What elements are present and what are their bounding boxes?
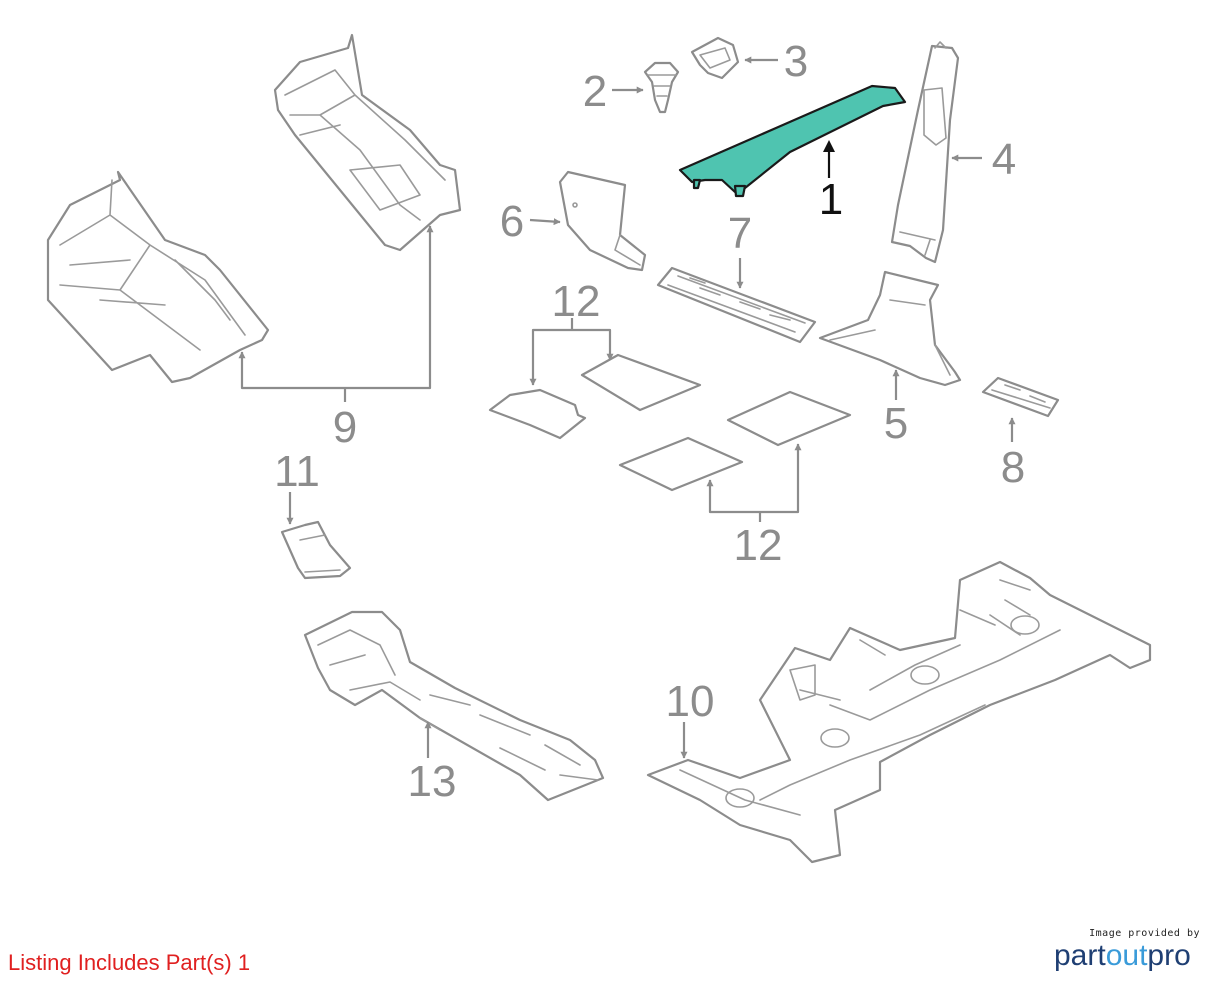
callout-6: 6	[500, 197, 524, 246]
brand-out: out	[1105, 939, 1148, 972]
callout-11: 11	[274, 447, 320, 496]
part-12-mat-left[interactable]	[488, 388, 587, 440]
part-9-left-assembly[interactable]	[46, 170, 270, 384]
part-5-lower-trim[interactable]	[818, 270, 962, 387]
image-credit: Image provided by partoutpro	[1050, 928, 1210, 973]
part-7-sill-plate[interactable]	[656, 266, 817, 344]
callout-2: 2	[583, 67, 607, 116]
part-11-bracket[interactable]	[280, 520, 352, 580]
part-2-clip[interactable]	[643, 61, 680, 114]
leader-6	[529, 218, 561, 226]
callout-10: 10	[666, 677, 715, 726]
leader-9	[238, 225, 434, 390]
brand-part: part	[1054, 939, 1106, 972]
leader-12-bottom	[706, 443, 802, 514]
part-3-clip[interactable]	[690, 36, 740, 80]
part-12-mat-rear-right[interactable]	[726, 390, 852, 447]
listing-includes-text: Listing Includes Part(s) 1	[8, 950, 251, 975]
brand-pro: pro	[1147, 939, 1191, 972]
brand-logo: partoutpro	[1050, 939, 1210, 973]
part-6-panel[interactable]	[558, 170, 647, 272]
callout-13: 13	[408, 757, 457, 806]
part-10-floor-crossmember[interactable]	[646, 560, 1152, 864]
callout-4: 4	[992, 135, 1016, 184]
part-13-center-tunnel[interactable]	[303, 610, 605, 802]
part-8-small-sill[interactable]	[981, 376, 1060, 418]
part-12-mat-rear-left[interactable]	[618, 436, 744, 492]
part-1-highlighted-trim[interactable]	[678, 84, 907, 198]
callout-1: 1	[819, 175, 843, 224]
part-4-pillar-trim[interactable]	[890, 41, 960, 264]
leader-1-arrowhead	[823, 140, 835, 152]
callout-5: 5	[884, 399, 908, 448]
callout-12-bottom: 12	[734, 521, 783, 570]
callout-9: 9	[333, 403, 357, 452]
callout-7: 7	[728, 209, 752, 258]
callout-8: 8	[1001, 443, 1025, 492]
part-12-mat-center[interactable]	[580, 353, 702, 412]
callout-3: 3	[784, 37, 808, 86]
part-9-right-assembly[interactable]	[273, 33, 462, 252]
callout-12-top: 12	[552, 277, 601, 326]
credit-caption: Image provided by	[1089, 928, 1200, 939]
